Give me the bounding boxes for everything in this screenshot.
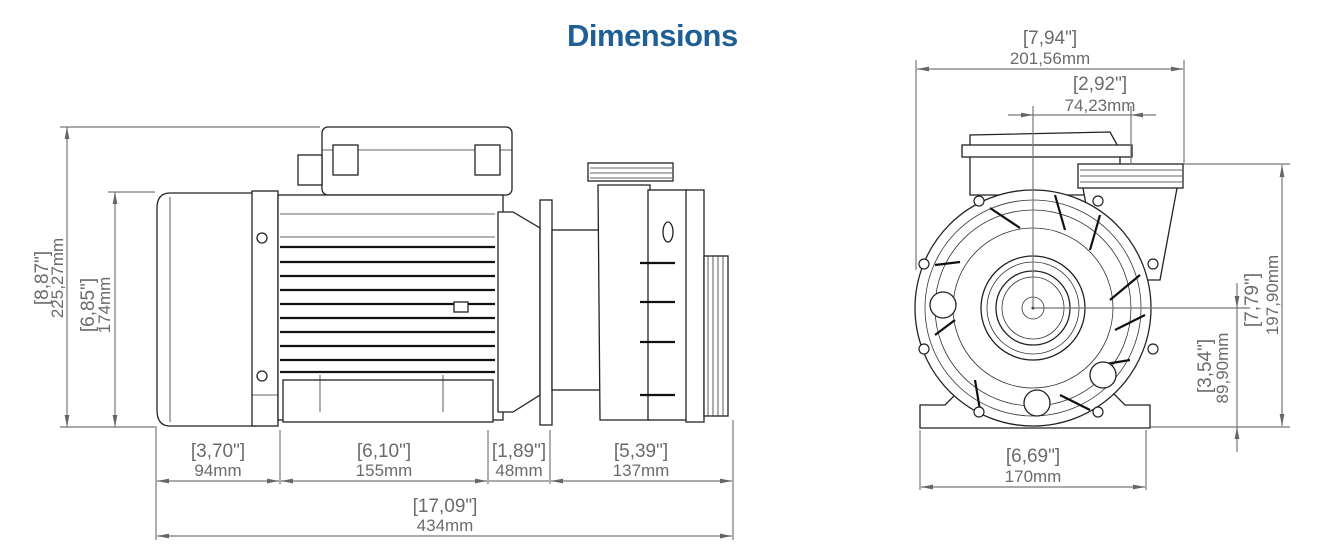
segment-3-inch-label: [1,89"] xyxy=(492,441,546,462)
overall-length-mm-label: 434mm xyxy=(417,516,474,535)
front-view-dimensions xyxy=(915,60,1290,490)
segment-4-mm-label: 137mm xyxy=(613,461,670,480)
overall-height-mm-label: 225,27mm xyxy=(48,238,67,318)
segment-2-inch-label: [6,10"] xyxy=(357,441,411,462)
overall-height-inch-label: [8,87"] xyxy=(32,251,53,305)
front-view-pump-drawing xyxy=(914,131,1184,429)
side-view-dimensions xyxy=(60,126,734,540)
segment-1-inch-label: [3,70"] xyxy=(191,441,245,462)
overall-width-inch-label: [7,94"] xyxy=(1023,28,1077,49)
side-view-pump-drawing xyxy=(156,126,729,427)
segment-3-mm-label: 48mm xyxy=(495,461,542,480)
outlet-offset-mm-label: 74,23mm xyxy=(1065,96,1136,115)
base-width-mm-label: 170mm xyxy=(1005,467,1062,486)
shaft-height-mm-label: 89,90mm xyxy=(1213,333,1232,404)
base-width-inch-label: [6,69"] xyxy=(1006,446,1060,467)
segment-4-inch-label: [5,39"] xyxy=(614,441,668,462)
shaft-height-inch-label: [3,54"] xyxy=(1195,339,1216,393)
title-text: Dimensions xyxy=(567,18,738,53)
segment-2-mm-label: 155mm xyxy=(356,461,413,480)
overall-width-mm-label: 201,56mm xyxy=(1010,49,1090,68)
outlet-height-mm-label: 197,90mm xyxy=(1263,255,1282,335)
overall-length-inch-label: [17,09"] xyxy=(413,496,478,517)
outlet-offset-inch-label: [2,92"] xyxy=(1073,74,1127,95)
motor-height-inch-label: [6,85"] xyxy=(78,278,99,332)
outlet-height-inch-label: [7,79"] xyxy=(1242,273,1263,327)
motor-height-mm-label: 174mm xyxy=(95,277,114,334)
segment-1-mm-label: 94mm xyxy=(194,461,241,480)
